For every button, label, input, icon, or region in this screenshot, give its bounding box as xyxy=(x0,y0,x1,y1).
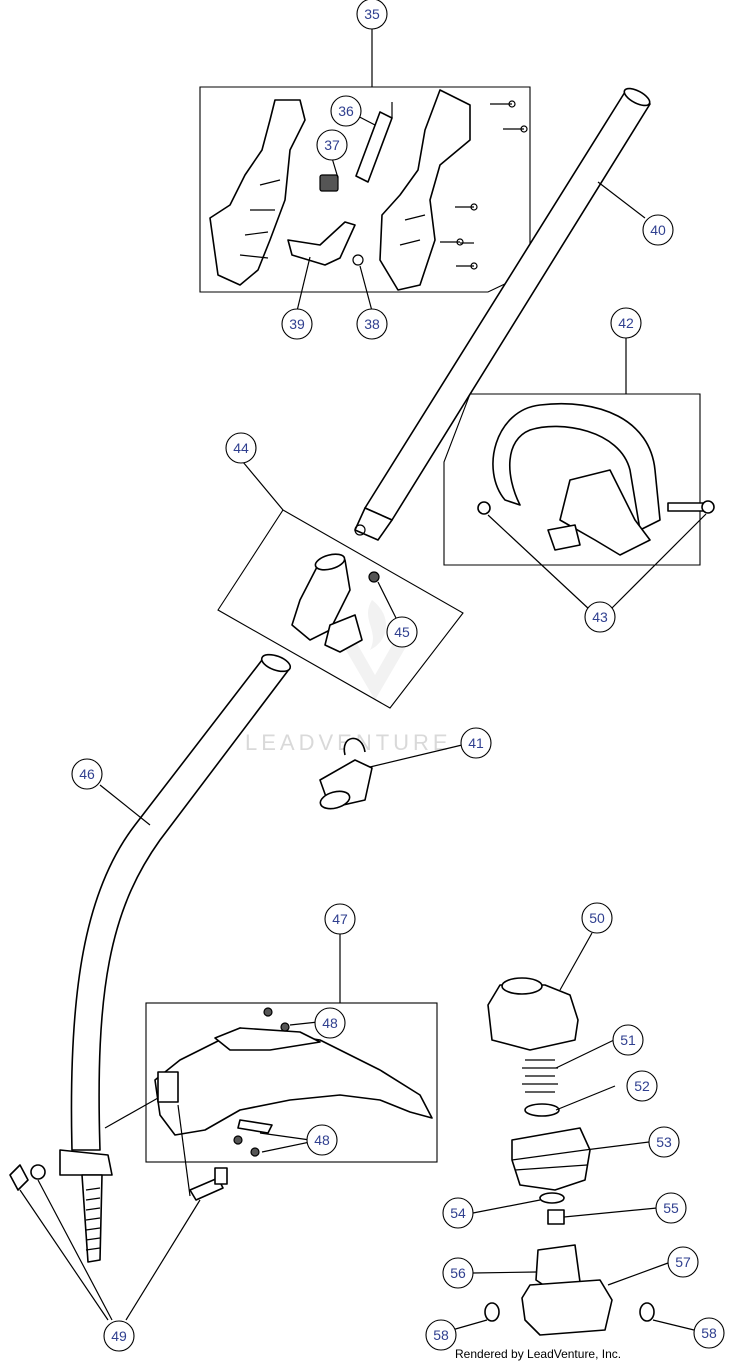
svg-text:44: 44 xyxy=(233,440,249,456)
svg-text:53: 53 xyxy=(656,1134,672,1150)
svg-text:52: 52 xyxy=(634,1078,650,1094)
callout-48-lower[interactable]: 48 xyxy=(306,1124,338,1156)
callout-45[interactable]: 45 xyxy=(386,616,418,648)
callout-48-upper[interactable]: 48 xyxy=(314,1007,346,1039)
svg-text:38: 38 xyxy=(364,316,380,332)
svg-text:43: 43 xyxy=(592,609,608,625)
svg-text:54: 54 xyxy=(450,1205,466,1221)
svg-text:58: 58 xyxy=(433,1327,449,1343)
svg-text:45: 45 xyxy=(394,624,410,640)
svg-text:51: 51 xyxy=(620,1032,636,1048)
callout-40[interactable]: 40 xyxy=(642,214,674,246)
callout-58-left[interactable]: 58 xyxy=(425,1319,457,1351)
upper-shaft xyxy=(354,87,651,541)
callout-50[interactable]: 50 xyxy=(581,902,613,934)
callout-56[interactable]: 56 xyxy=(442,1257,474,1289)
render-credit: Rendered by LeadVenture, Inc. xyxy=(455,1347,622,1361)
callout-42[interactable]: 42 xyxy=(610,307,642,339)
mount-hardware xyxy=(9,1164,228,1321)
svg-text:35: 35 xyxy=(364,6,380,22)
guard-group xyxy=(145,934,438,1197)
callout-58-right[interactable]: 58 xyxy=(693,1317,725,1349)
callout-46[interactable]: 46 xyxy=(71,758,103,790)
svg-text:39: 39 xyxy=(289,316,305,332)
svg-text:56: 56 xyxy=(450,1265,466,1281)
coupler-group xyxy=(217,461,464,709)
callout-44[interactable]: 44 xyxy=(225,432,257,464)
callout-52[interactable]: 52 xyxy=(626,1070,658,1102)
callout-57[interactable]: 57 xyxy=(667,1246,699,1278)
callout-36[interactable]: 36 xyxy=(330,95,362,127)
callout-53[interactable]: 53 xyxy=(648,1126,680,1158)
svg-text:48: 48 xyxy=(322,1015,338,1031)
callout-49[interactable]: 49 xyxy=(103,1320,135,1352)
callout-47[interactable]: 47 xyxy=(324,903,356,935)
assist-handle-group xyxy=(443,336,715,611)
svg-text:46: 46 xyxy=(79,766,95,782)
svg-text:49: 49 xyxy=(111,1328,127,1344)
callout-51[interactable]: 51 xyxy=(612,1024,644,1056)
callout-41[interactable]: 41 xyxy=(460,727,492,759)
leadventure-watermark-logo xyxy=(340,600,410,700)
svg-text:36: 36 xyxy=(338,103,354,119)
svg-text:55: 55 xyxy=(663,1200,679,1216)
lower-shaft xyxy=(59,653,292,1263)
callout-54[interactable]: 54 xyxy=(442,1197,474,1229)
callout-37[interactable]: 37 xyxy=(316,129,348,161)
callout-39[interactable]: 39 xyxy=(281,308,313,340)
svg-text:50: 50 xyxy=(589,910,605,926)
svg-text:57: 57 xyxy=(675,1254,691,1270)
svg-text:42: 42 xyxy=(618,315,634,331)
callout-43[interactable]: 43 xyxy=(584,601,616,633)
svg-text:58: 58 xyxy=(701,1325,717,1341)
svg-text:41: 41 xyxy=(468,735,484,751)
svg-text:40: 40 xyxy=(650,222,666,238)
callout-38[interactable]: 38 xyxy=(356,308,388,340)
svg-text:37: 37 xyxy=(324,137,340,153)
trimmer-head-group xyxy=(451,932,695,1336)
svg-text:48: 48 xyxy=(314,1132,330,1148)
callout-35[interactable]: 35 xyxy=(356,0,388,30)
svg-text:47: 47 xyxy=(332,911,348,927)
callout-55[interactable]: 55 xyxy=(655,1192,687,1224)
shaft-clamp xyxy=(319,737,463,810)
handle-housing-group xyxy=(199,28,531,312)
